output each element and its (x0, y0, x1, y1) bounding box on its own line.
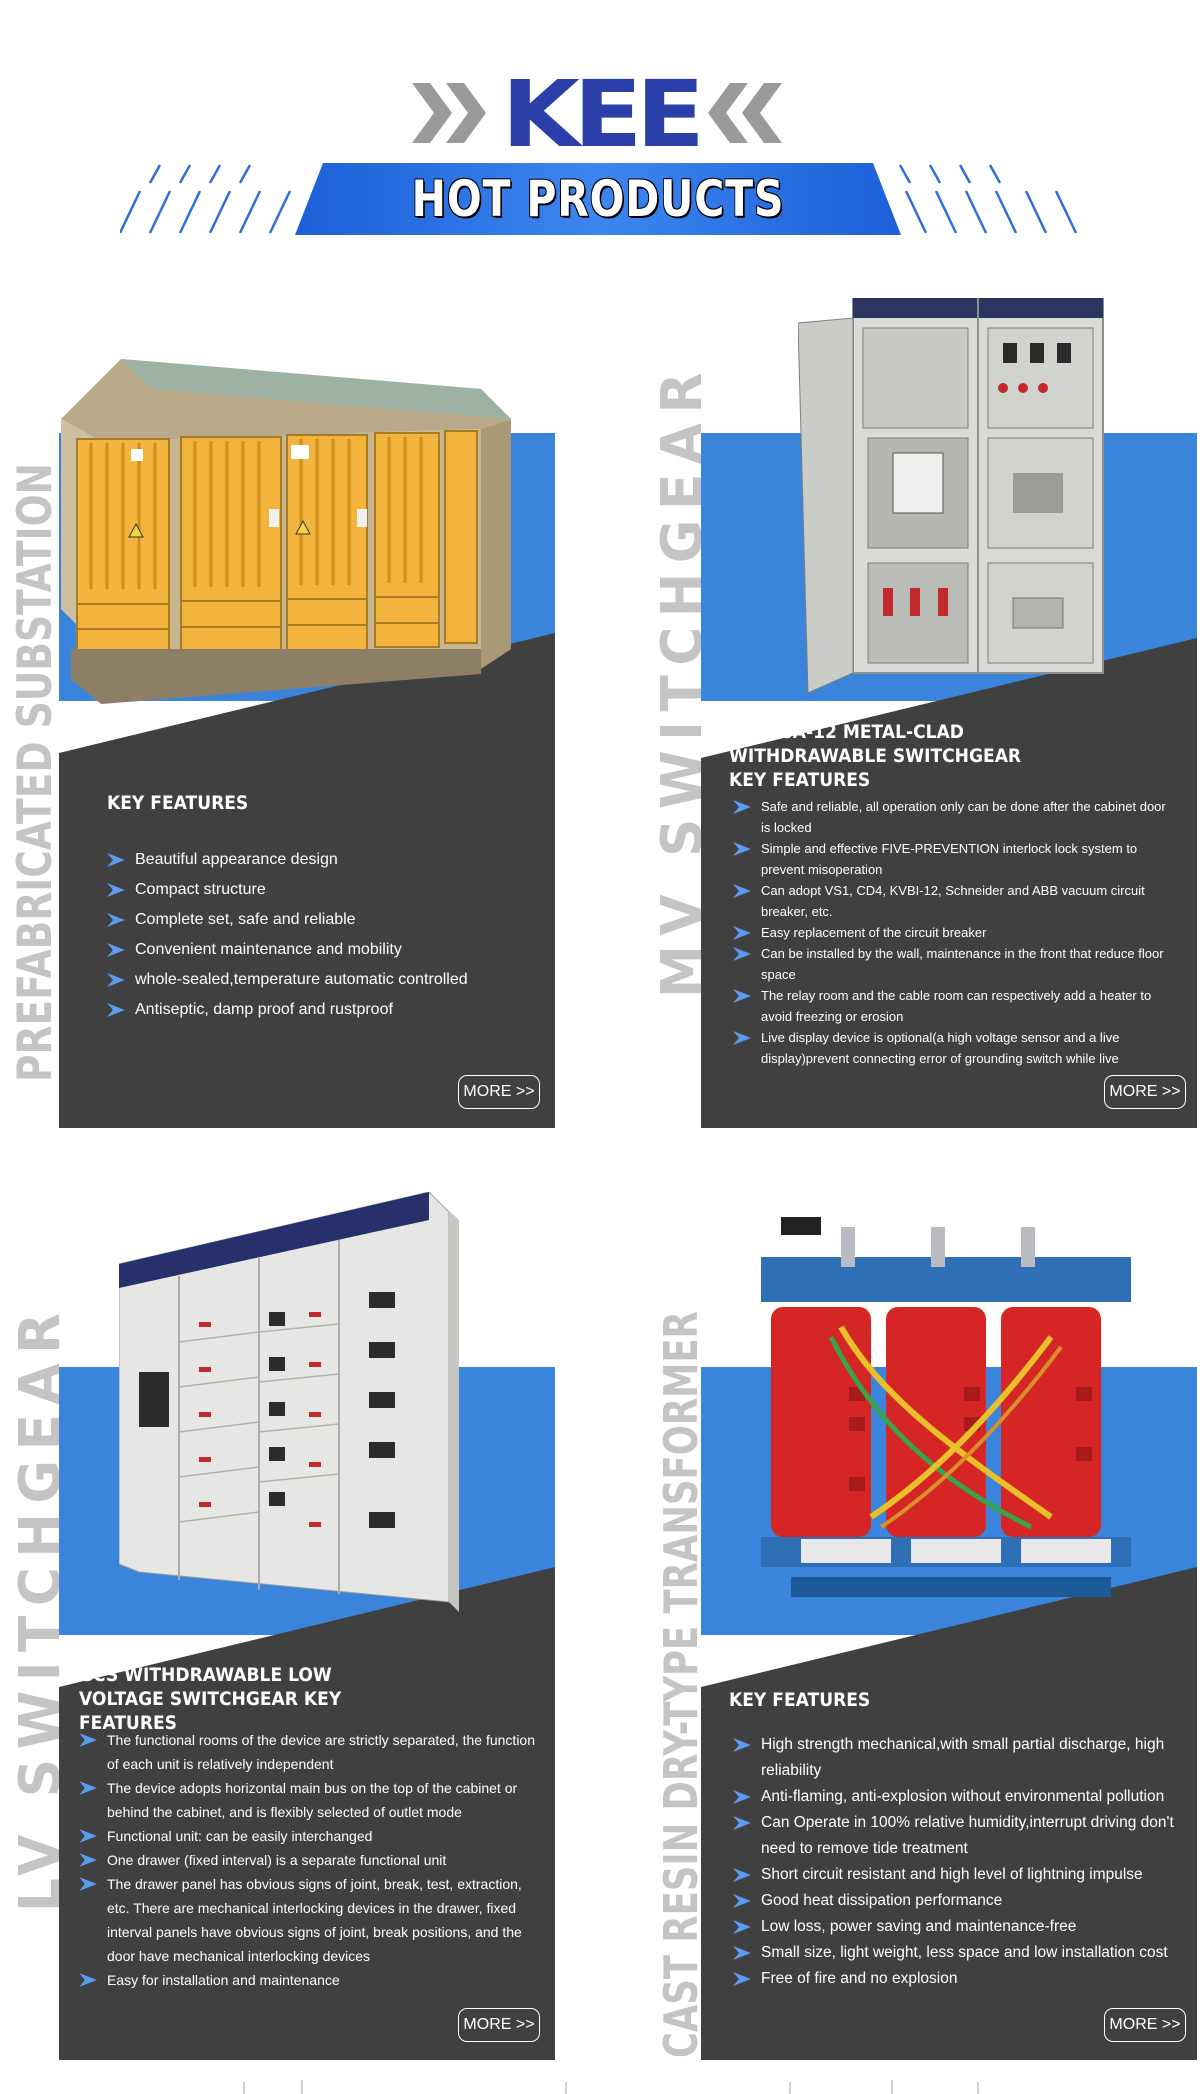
banner-title: HOT PRODUCTS (411, 170, 785, 228)
feature-item: The device adopts horizontal main bus on… (79, 1776, 539, 1824)
features-title: KYN28A-12 METAL-CLAD WITHDRAWABLE SWITCH… (729, 721, 1022, 791)
chevron-arrow-icon (107, 913, 125, 927)
feature-item: Functional unit: can be easily interchan… (79, 1824, 539, 1848)
features-list: Beautiful appearance design Compact stru… (107, 845, 468, 1025)
chevron-arrow-icon (733, 1946, 751, 1960)
feature-item: Easy for installation and maintenance (79, 1968, 539, 1992)
feature-item: Can be installed by the wall, maintenanc… (733, 943, 1173, 985)
chevron-arrow-icon (733, 1738, 751, 1752)
more-button[interactable]: MORE >> (458, 2008, 540, 2042)
logo-text: KEE (501, 61, 705, 168)
product-panel-mv-switchgear: KYN28A-12 METAL-CLAD WITHDRAWABLE SWITCH… (701, 298, 1197, 1128)
chevron-arrow-icon (79, 1781, 97, 1795)
feature-item: Anti-flaming, anti-explosion without env… (733, 1784, 1188, 1810)
feature-item: High strength mechanical,with small part… (733, 1732, 1188, 1784)
more-button[interactable]: MORE >> (458, 1075, 540, 1109)
right-chevrons-icon (708, 83, 782, 143)
product-panel-substation: KEY FEATURES Beautiful appearance design… (59, 359, 555, 1128)
feature-item: Convenient maintenance and mobility (107, 935, 468, 965)
feature-item: Compact structure (107, 875, 468, 905)
feature-item: The functional rooms of the device are s… (79, 1728, 539, 1776)
feature-item: Can adopt VS1, CD4, KVBI-12, Schneider a… (733, 880, 1173, 922)
mv-switchgear-image (798, 298, 1104, 694)
feature-item: Can Operate in 100% relative humidity,in… (733, 1810, 1188, 1862)
features-list: The functional rooms of the device are s… (79, 1728, 539, 1992)
right-slash-decoration (898, 164, 1078, 234)
feature-item: Low loss, power saving and maintenance-f… (733, 1914, 1188, 1940)
left-chevrons-icon (412, 83, 486, 143)
hot-products-banner (295, 163, 901, 235)
features-list: High strength mechanical,with small part… (733, 1732, 1188, 1992)
bottom-divider-decoration (243, 2080, 979, 2094)
prefabricated-substation-image (61, 359, 511, 704)
vertical-title: CAST RESIN DRY-TYPE TRANSFORMER (654, 1311, 708, 2058)
chevron-arrow-icon (733, 842, 751, 856)
feature-item: Easy replacement of the circuit breaker (733, 922, 1173, 943)
feature-item: Small size, light weight, less space and… (733, 1940, 1188, 1966)
chevron-arrow-icon (107, 1003, 125, 1017)
chevron-arrow-icon (79, 1733, 97, 1747)
chevron-arrow-icon (107, 883, 125, 897)
feature-item: Simple and effective FIVE-PREVENTION int… (733, 838, 1173, 880)
feature-item: Live display device is optional(a high v… (733, 1027, 1173, 1069)
chevron-arrow-icon (107, 943, 125, 957)
chevron-arrow-icon (79, 1877, 97, 1891)
chevron-arrow-icon (733, 1790, 751, 1804)
chevron-arrow-icon (79, 1973, 97, 1987)
chevron-arrow-icon (733, 1031, 751, 1045)
chevron-arrow-icon (733, 989, 751, 1003)
feature-item: Beautiful appearance design (107, 845, 468, 875)
chevron-arrow-icon (733, 1972, 751, 1986)
features-title: KEY FEATURES (107, 792, 249, 814)
chevron-arrow-icon (107, 853, 125, 867)
feature-item: whole-sealed,temperature automatic contr… (107, 965, 468, 995)
chevron-arrow-icon (733, 800, 751, 814)
chevron-arrow-icon (733, 947, 751, 961)
left-slash-decoration (120, 164, 292, 234)
feature-item: Safe and reliable, all operation only ca… (733, 796, 1173, 838)
chevron-arrow-icon (107, 973, 125, 987)
features-title: GCS WITHDRAWABLE LOW VOLTAGE SWITCHGEAR … (79, 1664, 342, 1734)
logo: KEE (0, 69, 1200, 161)
chevron-arrow-icon (79, 1853, 97, 1867)
more-button[interactable]: MORE >> (1104, 1075, 1186, 1109)
chevron-arrow-icon (79, 1829, 97, 1843)
chevron-arrow-icon (733, 1920, 751, 1934)
chevron-arrow-icon (733, 1816, 751, 1830)
product-panel-lv-switchgear: GCS WITHDRAWABLE LOW VOLTAGE SWITCHGEAR … (59, 1192, 555, 2060)
feature-item: Complete set, safe and reliable (107, 905, 468, 935)
feature-item: Short circuit resistant and high level o… (733, 1862, 1188, 1888)
chevron-arrow-icon (733, 926, 751, 940)
chevron-arrow-icon (733, 1894, 751, 1908)
features-list: Safe and reliable, all operation only ca… (733, 796, 1173, 1069)
feature-item: Good heat dissipation performance (733, 1888, 1188, 1914)
more-button[interactable]: MORE >> (1104, 2008, 1186, 2042)
feature-item: Free of fire and no explosion (733, 1966, 1188, 1992)
product-panel-transformer: KEY FEATURES High strength mechanical,wi… (701, 1217, 1197, 2060)
feature-item: Antiseptic, damp proof and rustproof (107, 995, 468, 1025)
lv-switchgear-image (119, 1192, 459, 1612)
feature-item: One drawer (fixed interval) is a separat… (79, 1848, 539, 1872)
chevron-arrow-icon (733, 1868, 751, 1882)
chevron-arrow-icon (733, 884, 751, 898)
feature-item: The relay room and the cable room can re… (733, 985, 1173, 1027)
dry-type-transformer-image (761, 1217, 1131, 1597)
feature-item: The drawer panel has obvious signs of jo… (79, 1872, 539, 1968)
features-title: KEY FEATURES (729, 1689, 871, 1711)
